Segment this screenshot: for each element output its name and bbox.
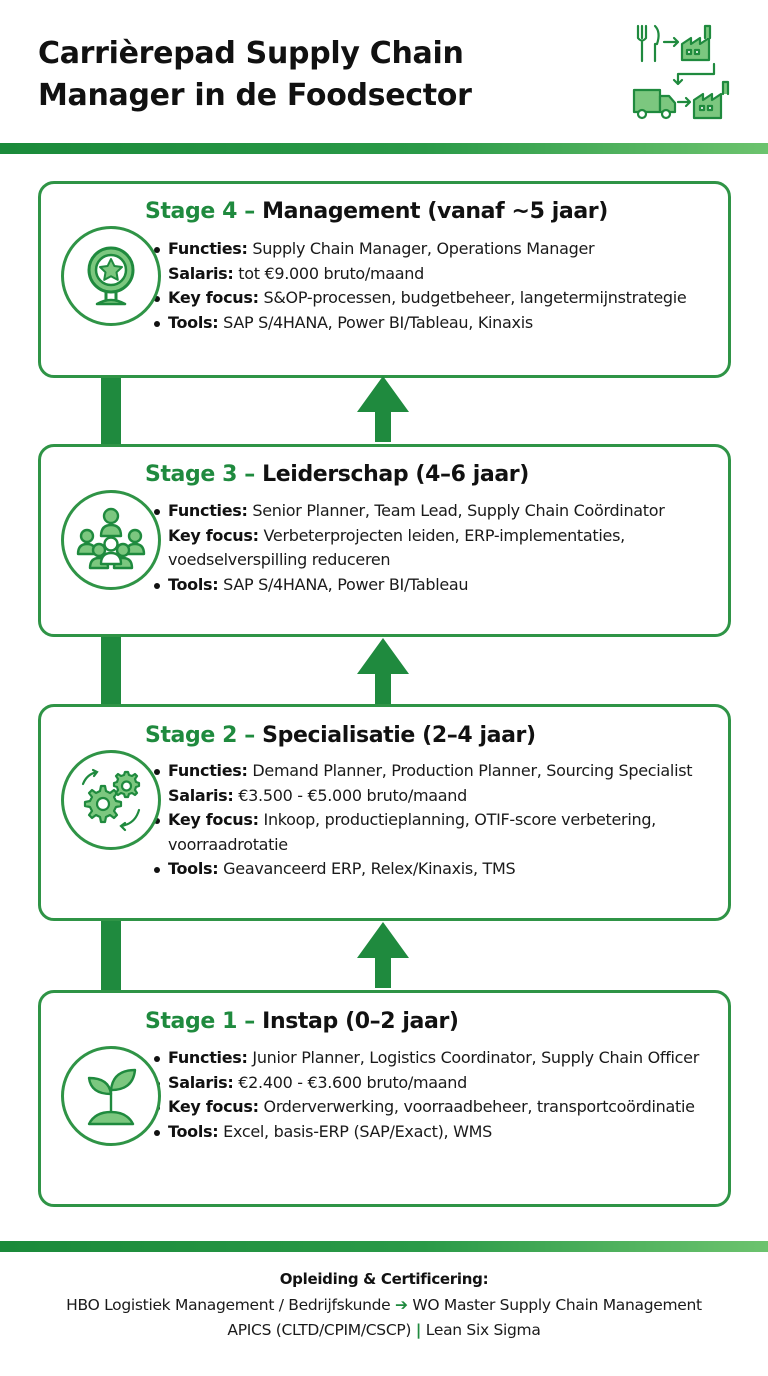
stage-4-details: Functies: Supply Chain Manager, Operatio… (154, 237, 716, 336)
stage-1-name: Instap (0–2 jaar) (262, 1009, 459, 1034)
stage-3-heading: Stage 3 – Leiderschap (4–6 jaar) (145, 461, 529, 489)
stage-2-icon-circle (61, 750, 161, 850)
footer-divider-band (0, 1241, 768, 1252)
food-to-factory-supply-chain-icon (632, 24, 730, 120)
stage-3-name: Leiderschap (4–6 jaar) (262, 462, 529, 487)
list-item: Tools: SAP S/4HANA, Power BI/Tableau, Ki… (154, 311, 716, 336)
stage-1-heading: Stage 1 – Instap (0–2 jaar) (145, 1008, 459, 1036)
list-item: Tools: Excel, basis-ERP (SAP/Exact), WMS (154, 1120, 716, 1145)
stage-3-icon-circle (61, 490, 161, 590)
list-item: Functies: Senior Planner, Team Lead, Sup… (154, 499, 716, 524)
arrow-up-icon (357, 922, 409, 988)
page-title-line-1: Carrièrepad Supply Chain (38, 36, 464, 71)
header-divider-band (0, 143, 768, 154)
arrow-up-icon (357, 376, 409, 442)
stage-4-number: Stage 4 – (145, 199, 263, 224)
separator: | (415, 1321, 422, 1339)
list-item: Key focus: Orderverwerking, voorraadbehe… (154, 1095, 716, 1120)
list-item: Key focus: Inkoop, productieplanning, OT… (154, 808, 716, 857)
footer-education-line: HBO Logistiek Management / Bedrijfskunde… (66, 1296, 702, 1314)
stage-1-number: Stage 1 – (145, 1009, 263, 1034)
stage-4-heading: Stage 4 – Management (vanaf ~5 jaar) (145, 198, 608, 226)
stage-2-name: Specialisatie (2–4 jaar) (262, 723, 536, 748)
arrow-right-icon: ➔ (395, 1296, 408, 1314)
stage-4-name: Management (vanaf ~5 jaar) (262, 199, 608, 224)
gears-icon (81, 768, 141, 832)
list-item: Key focus: Verbeterprojecten leiden, ERP… (154, 524, 716, 573)
stage-1-icon-circle (61, 1046, 161, 1146)
arrow-up-icon (357, 638, 409, 704)
list-item: Salaris: €2.400 - €3.600 bruto/maand (154, 1071, 716, 1096)
stage-2-heading: Stage 2 – Specialisatie (2–4 jaar) (145, 722, 536, 750)
page-title-line-2: Manager in de Foodsector (38, 78, 472, 113)
list-item: Salaris: tot €9.000 bruto/maand (154, 262, 716, 287)
stage-2-details: Functies: Demand Planner, Production Pla… (154, 759, 716, 882)
list-item: Tools: Geavanceerd ERP, Relex/Kinaxis, T… (154, 857, 716, 882)
star-award-icon (87, 246, 135, 306)
seedling-icon (87, 1068, 137, 1126)
stage-3-number: Stage 3 – (145, 462, 263, 487)
list-item: Key focus: S&OP-processen, budgetbeheer,… (154, 286, 716, 311)
page-title: Carrièrepad Supply Chain Manager in de F… (38, 33, 598, 117)
list-item: Functies: Demand Planner, Production Pla… (154, 759, 716, 784)
list-item: Tools: SAP S/4HANA, Power BI/Tableau (154, 573, 716, 598)
stage-1-details: Functies: Junior Planner, Logistics Coor… (154, 1046, 716, 1145)
footer-title: Opleiding & Certificering: (279, 1270, 489, 1288)
timeline-spine (101, 300, 121, 1050)
list-item: Functies: Junior Planner, Logistics Coor… (154, 1046, 716, 1071)
footer-certification-line: APICS (CLTD/CPIM/CSCP) | Lean Six Sigma (227, 1321, 541, 1339)
team-leader-icon (76, 507, 146, 570)
stage-2-number: Stage 2 – (145, 723, 263, 748)
list-item: Salaris: €3.500 - €5.000 bruto/maand (154, 784, 716, 809)
stage-4-icon-circle (61, 226, 161, 326)
stage-3-details: Functies: Senior Planner, Team Lead, Sup… (154, 499, 716, 598)
list-item: Functies: Supply Chain Manager, Operatio… (154, 237, 716, 262)
